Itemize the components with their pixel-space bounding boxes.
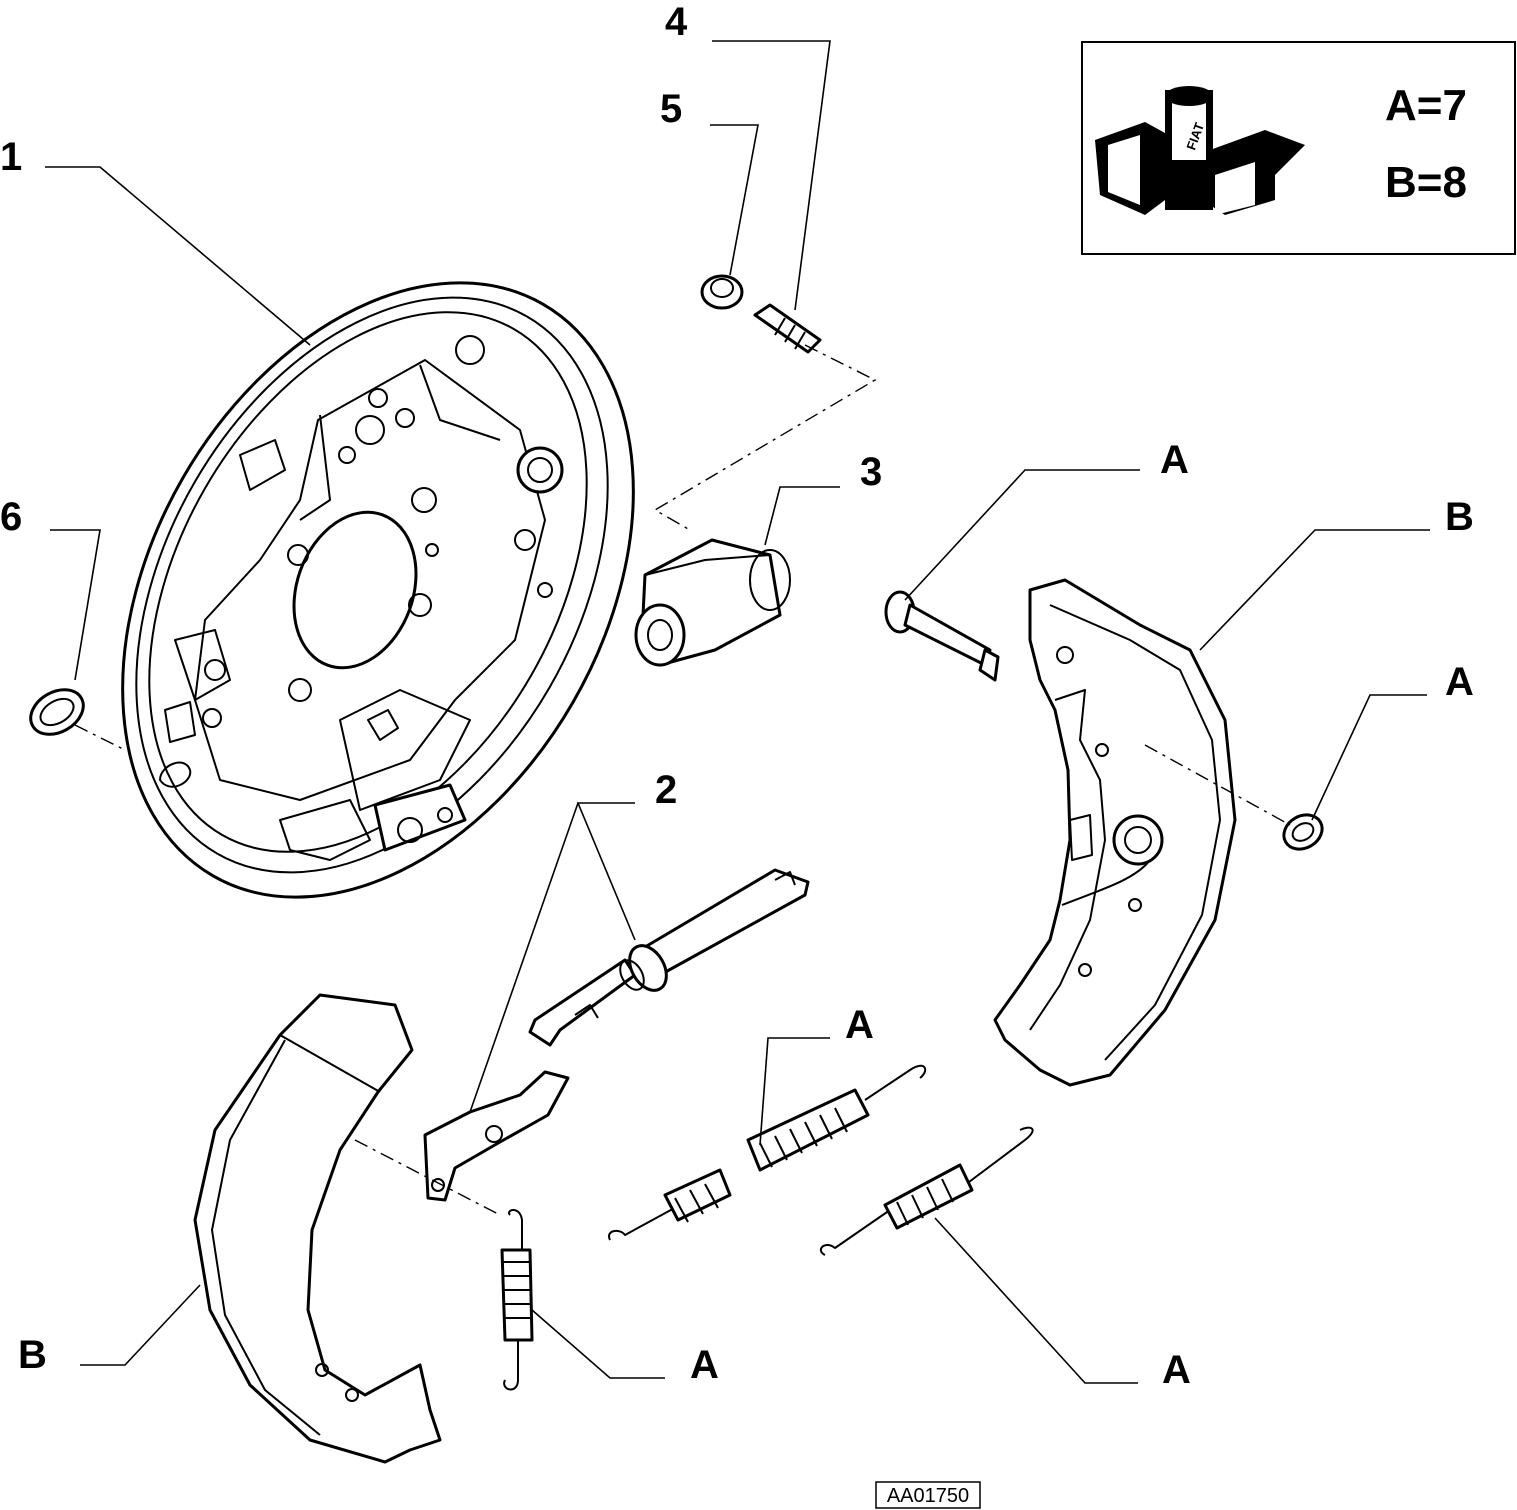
parking-brake-lever bbox=[423, 1070, 570, 1202]
drawing-code: AA01750 bbox=[887, 1485, 969, 1507]
hold-down-pin bbox=[884, 590, 1000, 682]
spring-lower-right bbox=[819, 1126, 1034, 1256]
callout-2: 2 bbox=[655, 768, 677, 812]
callout-a-pin: A bbox=[1160, 438, 1189, 482]
drawing-code-stamp: AA01750 bbox=[875, 1481, 981, 1509]
callout-a-spring-right: A bbox=[1162, 1348, 1191, 1392]
callout-6: 6 bbox=[0, 495, 22, 539]
bleeder-screw bbox=[753, 303, 822, 354]
hold-down-clip bbox=[1282, 813, 1324, 851]
backing-plate bbox=[121, 281, 635, 899]
callout-a-spring-mid: A bbox=[845, 1003, 874, 1047]
adjuster-strut bbox=[528, 868, 810, 1047]
callout-b-shoe-left: B bbox=[18, 1333, 47, 1377]
callout-3: 3 bbox=[860, 450, 882, 494]
legend-b-quantity: B=8 bbox=[1385, 158, 1467, 207]
access-plug bbox=[29, 688, 85, 736]
callout-a-spring-low: A bbox=[690, 1343, 719, 1387]
spring-vertical bbox=[500, 1209, 534, 1391]
callout-a-clip: A bbox=[1445, 660, 1474, 704]
callout-b-shoe-right: B bbox=[1445, 495, 1474, 539]
legend-a-quantity: A=7 bbox=[1385, 81, 1467, 130]
callout-labels: 1 4 5 3 6 2 A B A A A A B bbox=[0, 0, 1474, 1392]
assembly-centerlines bbox=[74, 344, 1291, 1216]
wheel-cylinder bbox=[634, 538, 791, 667]
quantity-legend: FIAT A=7 B=8 bbox=[1081, 41, 1516, 255]
callout-4: 4 bbox=[665, 0, 688, 44]
brake-shoe-right bbox=[993, 578, 1237, 1087]
bleeder-dust-cap bbox=[700, 274, 744, 310]
leader-lines bbox=[45, 40, 1430, 1384]
spring-long-upper bbox=[608, 1064, 927, 1241]
fiat-parts-logo: FIAT bbox=[1095, 86, 1305, 215]
callout-1: 1 bbox=[0, 135, 22, 179]
brake-shoe-left bbox=[193, 993, 442, 1464]
callout-5: 5 bbox=[660, 87, 682, 131]
